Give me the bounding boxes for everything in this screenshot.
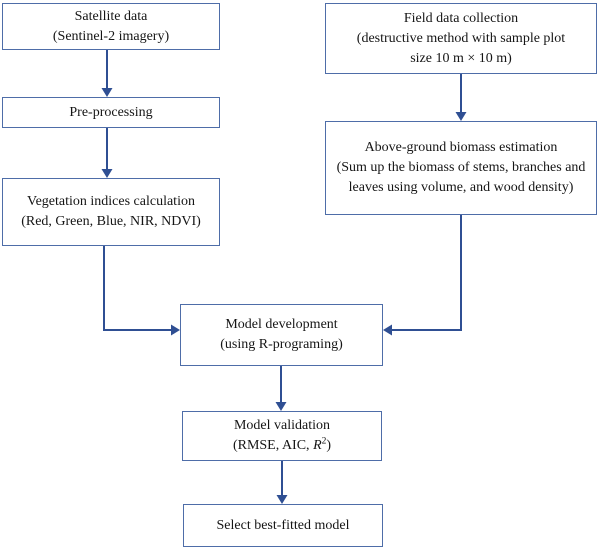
model-development-box: Model development (using R-programing) xyxy=(180,304,383,366)
arrowhead-satellite-to-preprocessing xyxy=(101,88,113,97)
arrowhead-biomass-to-model-development xyxy=(383,324,392,336)
r-squared-exponent: 2 xyxy=(321,436,327,447)
arrow-biomass-to-model-development xyxy=(392,215,462,331)
vegetation-indices-subtitle: (Red, Green, Blue, NIR, NDVI) xyxy=(21,214,201,229)
arrowhead-vegetation-to-model-development xyxy=(171,324,180,336)
preprocessing-box: Pre-processing xyxy=(2,97,220,128)
select-best-fitted-model-box: Select best-fitted model xyxy=(183,504,383,547)
model-validation-metrics-suffix: ) xyxy=(326,438,332,453)
model-development-subtitle: (using R-programing) xyxy=(220,337,343,352)
biomass-subtitle-line1: (Sum up the biomass of stems, branches a… xyxy=(336,160,586,175)
r-squared-symbol: R xyxy=(313,438,322,453)
preprocessing-title: Pre-processing xyxy=(69,104,153,120)
satellite-data-subtitle: (Sentinel-2 imagery) xyxy=(52,28,170,44)
arrowhead-field-to-biomass xyxy=(455,112,467,121)
select-model-title: Select best-fitted model xyxy=(216,517,350,533)
biomass-subtitle-line2: leaves using volume, and wood density) xyxy=(348,180,574,195)
biomass-title: Above-ground biomass estimation xyxy=(364,140,558,155)
arrowhead-preprocessing-to-vegetation xyxy=(101,169,113,178)
field-data-title: Field data collection xyxy=(403,10,519,26)
arrowhead-model-development-to-validation xyxy=(275,402,287,411)
vegetation-indices-box: Vegetation indices calculation (Red, Gre… xyxy=(2,178,220,246)
arrow-vegetation-to-model-development xyxy=(103,246,171,331)
arrowhead-validation-to-select xyxy=(276,495,288,504)
model-validation-metrics-prefix: (RMSE, AIC, xyxy=(232,438,314,453)
field-data-subtitle-line1: (destructive method with sample plot xyxy=(356,30,566,46)
field-data-subtitle-line2: size 10 m × 10 m) xyxy=(410,50,512,66)
model-validation-subtitle: (RMSE, AIC, R2) xyxy=(233,436,331,456)
vegetation-indices-title: Vegetation indices calculation xyxy=(27,194,195,209)
biomass-estimation-box: Above-ground biomass estimation (Sum up … xyxy=(325,121,597,215)
model-validation-box: Model validation (RMSE, AIC, R2) xyxy=(182,411,382,461)
field-data-collection-box: Field data collection (destructive metho… xyxy=(325,3,597,74)
model-development-title: Model development xyxy=(225,317,338,332)
satellite-data-title: Satellite data xyxy=(74,8,148,24)
satellite-data-box: Satellite data (Sentinel-2 imagery) xyxy=(2,3,220,50)
model-validation-title: Model validation xyxy=(233,418,331,433)
